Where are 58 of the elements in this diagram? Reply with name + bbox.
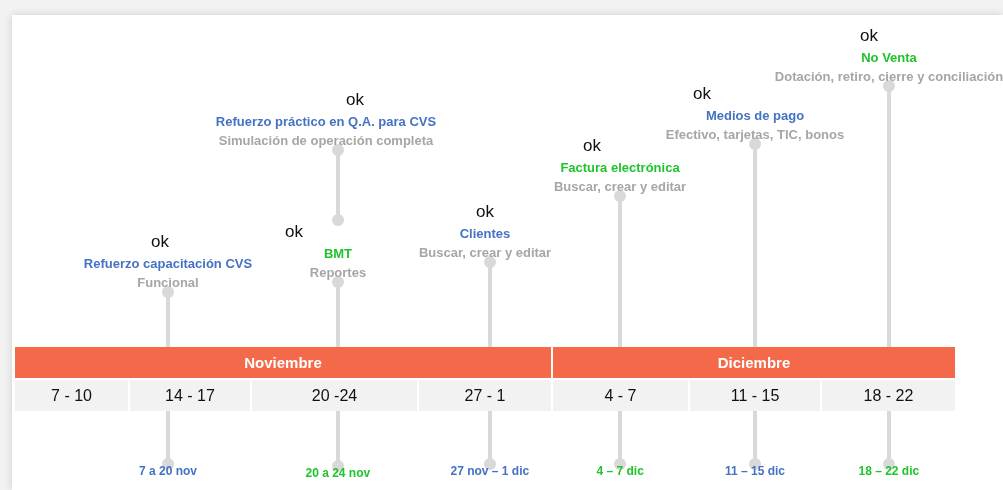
status-text: ok [583, 135, 601, 157]
milestone-subtitle: Dotación, retiro, cierre y conciliación [774, 68, 1003, 86]
milestone-title: Clientes [459, 225, 511, 243]
status-text: ok [860, 25, 878, 47]
status-text: ok [151, 231, 169, 253]
timeline-stem [749, 411, 761, 470]
month-band: Noviembre [15, 347, 551, 378]
milestone-title: Refuerzo práctico en Q.A. para CVS [215, 113, 437, 131]
date-label: 7 a 20 nov [139, 464, 198, 478]
node-label: Diciembre [717, 354, 791, 371]
week-cell: 20 -24 [252, 380, 417, 411]
node-label: 20 -24 [311, 386, 358, 404]
status-text: ok [693, 83, 711, 105]
week-cell: 18 - 22 [822, 380, 955, 411]
timeline-stem [883, 80, 895, 347]
timeline-stem [332, 411, 344, 472]
node-label: 7 - 10 [51, 386, 92, 404]
timeline-stem [332, 144, 344, 226]
milestone-title: Medios de pago [705, 107, 805, 125]
node-label: 18 - 22 [863, 386, 914, 404]
week-cell: 11 - 15 [690, 380, 820, 411]
milestone-subtitle: Reportes [309, 264, 367, 282]
milestone-title: Factura electrónica [560, 159, 680, 177]
milestone-title: BMT [323, 245, 353, 263]
week-cell: 27 - 1 [419, 380, 551, 411]
milestone-subtitle: Funcional [137, 274, 199, 292]
week-cell: 4 - 7 [553, 380, 688, 411]
node-label: 4 - 7 [604, 386, 637, 404]
milestone-subtitle: Efectivo, tarjetas, TIC, bonos [665, 126, 845, 144]
node-label: 11 - 15 [730, 386, 780, 404]
date-label: 27 nov – 1 dic [450, 464, 530, 478]
milestone-subtitle: Simulación de operación completa [218, 132, 434, 150]
milestone-subtitle: Buscar, crear y editar [418, 244, 552, 262]
timeline-stem [614, 411, 626, 470]
date-label: 11 – 15 dic [725, 464, 786, 478]
week-cell: 14 - 17 [130, 380, 250, 411]
date-label: 4 – 7 dic [596, 464, 644, 478]
status-text: ok [285, 221, 303, 243]
timeline-stem [162, 286, 174, 347]
date-label: 20 a 24 nov [305, 466, 371, 480]
week-cell: 7 - 10 [15, 380, 128, 411]
date-label: 18 – 22 dic [858, 464, 920, 478]
timeline-stem [332, 276, 344, 347]
timeline-stem [484, 411, 496, 470]
month-band: Diciembre [553, 347, 955, 378]
node-label: Noviembre [244, 354, 322, 371]
status-text: ok [476, 201, 494, 223]
node-label: 14 - 17 [165, 386, 215, 404]
milestone-title: Refuerzo capacitación CVS [83, 255, 253, 273]
node-label: 27 - 1 [464, 386, 506, 404]
status-text: ok [346, 89, 364, 111]
timeline-stem [749, 138, 761, 347]
timeline-stem [614, 190, 626, 347]
milestone-title: No Venta [861, 49, 917, 67]
timeline-stem [484, 256, 496, 347]
milestone-subtitle: Buscar, crear y editar [553, 178, 687, 196]
timeline-stem [883, 411, 895, 470]
timeline-stem [162, 411, 174, 470]
